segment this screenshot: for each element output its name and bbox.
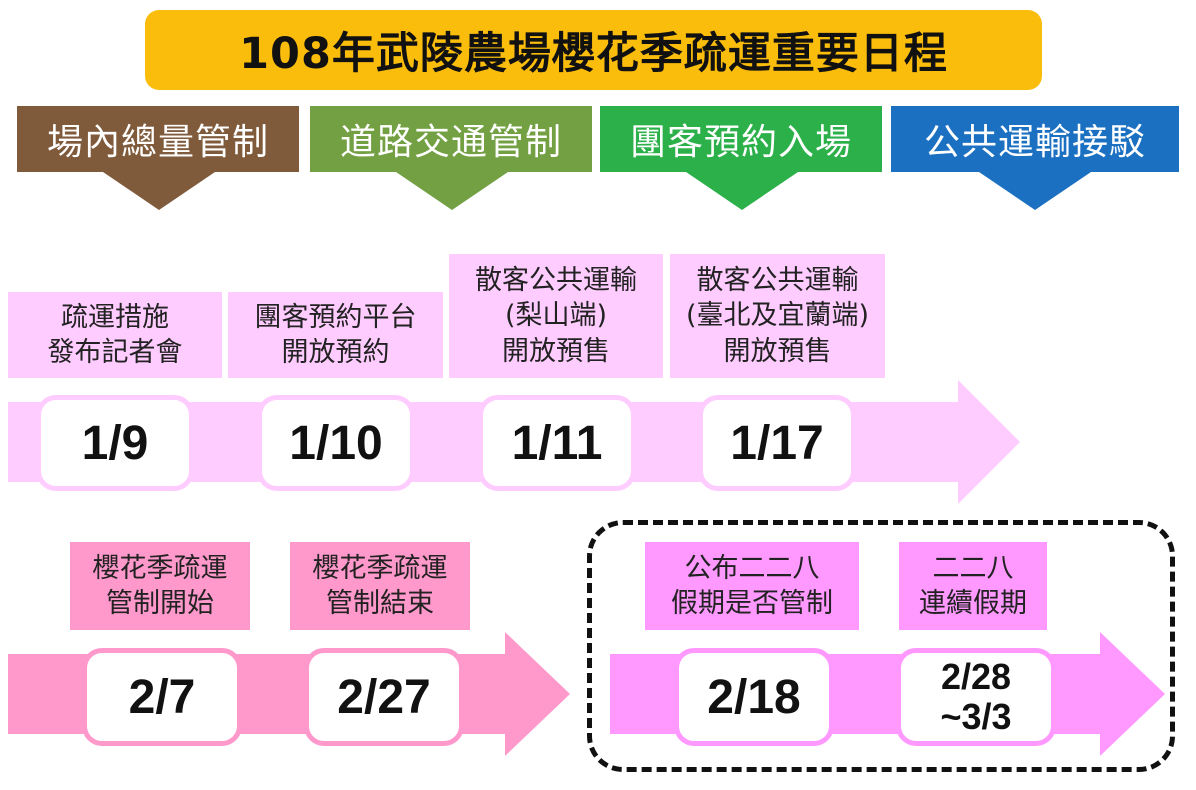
event-label: 散客公共運輸 (臺北及宜蘭端) 開放預售	[670, 254, 885, 378]
event-label: 散客公共運輸 (梨山端) 開放預售	[449, 254, 663, 378]
event-label: 櫻花季疏運 管制結束	[290, 542, 470, 630]
event-date: 2/28 ~3/3	[896, 648, 1056, 746]
event-date: 2/27	[304, 648, 464, 746]
category-arrow-down-icon	[979, 172, 1091, 210]
event-label: 疏運措施 發布記者會	[8, 292, 222, 378]
category-public-transport: 公共運輸接駁	[891, 106, 1179, 172]
category-road-traffic: 道路交通管制	[310, 106, 592, 172]
event-label: 二二八 連續假期	[899, 542, 1047, 630]
category-arrow-down-icon	[396, 172, 508, 210]
event-date: 1/11	[478, 395, 636, 491]
category-group-booking: 團客預約入場	[600, 106, 882, 172]
event-label: 團客預約平台 開放預約	[228, 292, 443, 378]
event-date: 2/18	[674, 648, 834, 746]
event-date: 1/17	[698, 395, 856, 491]
holiday-group-box	[587, 520, 1175, 772]
event-date: 1/10	[257, 395, 415, 491]
page-title: 108年武陵農場櫻花季疏運重要日程	[145, 10, 1042, 90]
event-label: 櫻花季疏運 管制開始	[70, 542, 250, 630]
event-date: 2/7	[82, 648, 242, 746]
event-date: 1/9	[36, 395, 194, 491]
category-arrow-down-icon	[686, 172, 798, 210]
category-venue-capacity: 場內總量管制	[17, 106, 299, 172]
category-arrow-down-icon	[103, 172, 215, 210]
event-label: 公布二二八 假期是否管制	[645, 542, 859, 630]
